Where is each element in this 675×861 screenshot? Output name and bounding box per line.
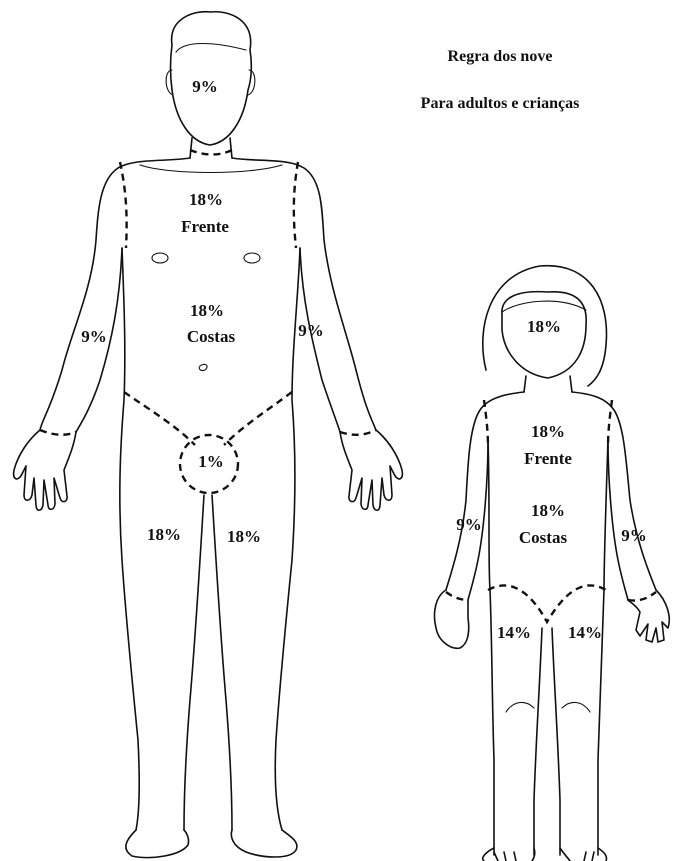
adult-waist-left [120,248,139,830]
adult-back-percent: 18% [190,301,224,320]
adult-hair-line [176,44,246,53]
adult-nipple-right [244,253,260,263]
adult-navel [199,364,207,370]
adult-hand-right [340,430,402,510]
child-foot-right [560,848,607,861]
child-wrist-dash-left [446,592,468,600]
adult-neck-dash [190,150,232,155]
diagram-title: Regra dos nove [448,48,553,65]
adult-right-leg-percent: 18% [227,527,261,546]
child-left-arm-percent: 9% [456,515,482,534]
adult-left-arm-percent: 9% [81,327,107,346]
adult-nipple-left [152,253,168,263]
child-inner-leg-left [534,628,542,855]
adult-chest-word: Frente [181,217,229,236]
adult-left-leg-percent: 18% [147,525,181,544]
child-right-arm-percent: 9% [621,526,647,545]
child-head-percent: 18% [527,317,561,336]
child-inner-leg-right [552,628,560,855]
child-chest-word: Frente [524,449,572,468]
adult-inner-leg-left [184,495,204,830]
child-fringe [502,301,586,312]
child-figure [434,266,669,861]
adult-shoulder-dash-left [120,162,127,248]
adult-wrist-dash-left [40,430,76,435]
adult-collar-line [140,165,282,173]
adult-figure [14,12,403,858]
adult-groin-dash-left [124,392,195,445]
child-chest-percent: 18% [531,422,565,441]
adult-chest-percent: 18% [189,190,223,209]
adult-right-arm-percent: 9% [298,321,324,340]
adult-foot-left [126,830,189,858]
adult-neck [190,138,232,158]
adult-waist-right [275,248,300,830]
adult-shoulder-dash-right [294,162,298,248]
adult-back-word: Costas [187,327,236,346]
child-shoulder-dash-left [484,400,488,448]
child-back-percent: 18% [531,501,565,520]
adult-wrist-dash-right [340,430,376,435]
child-knee-right [562,702,590,712]
child-wrist-dash-right [628,592,656,601]
child-foot-left [483,848,535,861]
child-body-right [598,440,608,855]
adult-groin-percent: 1% [198,452,224,471]
child-right-leg-percent: 14% [568,623,602,642]
adult-hand-left [14,430,76,510]
child-back-word: Costas [519,528,568,547]
child-knee-left [506,702,534,712]
diagram-subtitle: Para adultos e crianças [421,95,580,112]
adult-groin-dash-right [224,392,292,445]
adult-inner-arm-right [300,248,340,432]
child-hand-left [434,590,468,648]
child-groin-dash [488,585,606,622]
child-left-leg-percent: 14% [497,623,531,642]
adult-foot-right [231,830,297,857]
child-hand-right [628,590,669,642]
child-body-left [488,440,494,855]
adult-head-percent: 9% [192,77,218,96]
child-inner-arm-right [608,440,628,600]
